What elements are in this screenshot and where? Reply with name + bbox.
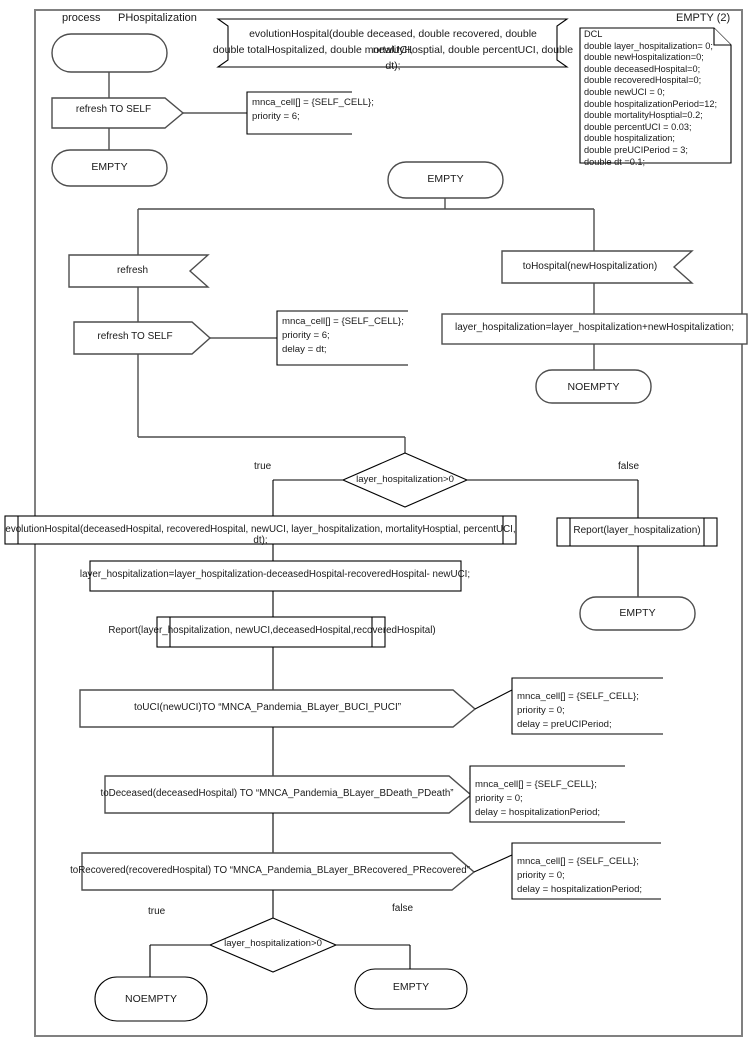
comment-box-deceased-shape (469, 765, 625, 823)
output-refresh-to-self-label: refresh TO SELF (75, 104, 152, 115)
output-refresh-self-shape-2 (73, 321, 212, 355)
state-empty-shape-1 (51, 149, 168, 187)
text-line: mnca_cell[] = {SELF_CELL}; (282, 316, 404, 327)
text-line: double preUCIPeriod = 3; (584, 144, 688, 155)
start-state-shape (51, 33, 168, 73)
text-line: double dt =0.1; (584, 156, 646, 167)
text-line: priority = 6; (282, 330, 330, 341)
output-touci-label: toUCI(newUCI)TO “MNCA_Pandemia_BLayer_BU… (133, 702, 402, 713)
input-refresh-label: refresh (116, 265, 149, 276)
output-torecovered-label: toRecovered(recoveredHospital) TO “MNCA_… (70, 865, 470, 876)
call-evolution-hospital-shape (4, 515, 517, 545)
call-report-true-label: Report(layer_hospitalization, newUCI,dec… (108, 625, 436, 636)
output-touci-shape (79, 689, 477, 728)
output-refresh-self-label-2: refresh TO SELF (97, 331, 173, 342)
top-right-state-label: EMPTY (2) (676, 12, 731, 24)
decision-top-true-label: true (254, 461, 272, 472)
decision-bottom-false-label: false (392, 903, 414, 914)
call-report-false-label: Report(layer_hospitalization) (573, 525, 701, 536)
procedure-decl-line-1: evolutionHospital(double deceased, doubl… (249, 28, 537, 56)
text-line: mnca_cell[] = {SELF_CELL}; (517, 856, 639, 867)
text-line: double mortalityHosptial=0.2; (584, 110, 703, 121)
text-line: mnca_cell[] = {SELF_CELL}; (475, 779, 597, 790)
frame-process-name: PHospitalization (118, 12, 197, 24)
text-line: double newHospitalization=0; (584, 52, 704, 63)
state-empty-bottom-shape (354, 968, 468, 1010)
state-noempty-bottom-shape (94, 976, 208, 1022)
procedure-decl-shape (216, 18, 569, 68)
dcl-note-fold (713, 28, 731, 46)
state-empty-label-main: EMPTY (427, 173, 464, 185)
text-line: double newUCI = 0; (584, 86, 665, 97)
comment-1-text: mnca_cell[] = {SELF_CELL}; priority = 6; (252, 96, 412, 124)
comment-deceased-text: mnca_cell[] = {SELF_CELL}; priority = 0; d… (475, 778, 650, 820)
input-refresh-shape (68, 254, 210, 288)
frame-keyword-process: process (62, 12, 101, 24)
text-line: priority = 6; (252, 111, 300, 122)
comment-recovered-text: mnca_cell[] = {SELF_CELL}; priority = 0; d… (517, 855, 692, 897)
comment-box-1-shape (246, 91, 352, 135)
text-line: double recoveredHospital=0; (584, 75, 702, 86)
call-report-true-shape (156, 616, 386, 648)
text-line: double deceasedHospital=0; (584, 63, 701, 74)
input-tohospital-label: toHospital(newHospitalization) (522, 261, 658, 272)
state-empty-false-label: EMPTY (619, 607, 656, 619)
state-noempty-label: NOEMPTY (567, 381, 620, 393)
state-noempty-shape (535, 369, 652, 404)
text-line: priority = 0; (475, 793, 523, 804)
call-evolution-hospital-label: evolutionHospital(deceasedHospital, reco… (5, 524, 516, 546)
text-line: mnca_cell[] = {SELF_CELL}; (517, 691, 639, 702)
output-todeceased-shape (104, 775, 473, 814)
text-line: double hospitalizationPeriod=12; (584, 98, 718, 109)
decision-bottom-true-label: true (148, 906, 166, 917)
decision-bottom-condition: layer_hospitalization>0 (224, 938, 322, 949)
task-subtract-shape (89, 560, 462, 592)
output-todeceased-label: toDeceased(deceasedHospital) TO “MNCA_Pa… (100, 788, 454, 799)
decision-top-condition: layer_hospitalization>0 (356, 474, 454, 485)
text-line: delay = hospitalizationPeriod; (517, 884, 643, 895)
comment-uci-text: mnca_cell[] = {SELF_CELL}; priority = 0; d… (517, 690, 677, 732)
text-line: DCL (584, 29, 603, 39)
decision-bottom-shape (208, 917, 338, 973)
dcl-note-shape (579, 27, 732, 164)
text-line: priority = 0; (517, 705, 565, 716)
text-line: delay = dt; (282, 344, 327, 355)
comment-box-uci-shape (511, 677, 663, 735)
text-line: mnca_cell[] = {SELF_CELL}; (252, 97, 374, 108)
input-tohospital-shape (501, 250, 694, 284)
state-empty-bottom-label: EMPTY (392, 981, 430, 993)
text-line: double percentUCI = 0.03; (584, 121, 692, 132)
state-empty-false-shape (579, 596, 696, 631)
state-empty-label-1: EMPTY (91, 161, 128, 173)
task-add-hospitalization-shape (441, 313, 748, 345)
state-noempty-bottom-label: NOEMPTY (125, 993, 177, 1005)
task-add-hospitalization-label: layer_hospitalization=layer_hospitalizat… (454, 322, 735, 333)
task-subtract-label: layer_hospitalization=layer_hospitalizat… (79, 569, 471, 580)
text-line: double hospitalization; (584, 133, 675, 144)
text-line: priority = 0; (517, 870, 565, 881)
output-refresh-to-self-shape (51, 97, 185, 129)
text-line: delay = hospitalizationPeriod; (475, 807, 601, 818)
procedure-decl-line-2: double totalHospitalized, double mortali… (212, 44, 574, 72)
decision-top-shape (341, 452, 469, 508)
text-line: delay = preUCIPeriod; (517, 719, 612, 730)
comment-box-2-shape (276, 310, 408, 366)
comment-box-recovered-shape (511, 842, 661, 900)
decision-top-false-label: false (618, 461, 640, 472)
comment-2-text: mnca_cell[] = {SELF_CELL}; priority = 6; d… (282, 315, 452, 357)
output-torecovered-shape (81, 852, 476, 891)
text-line: double layer_hospitalization= 0; (584, 40, 713, 51)
call-report-false-shape (556, 517, 718, 547)
